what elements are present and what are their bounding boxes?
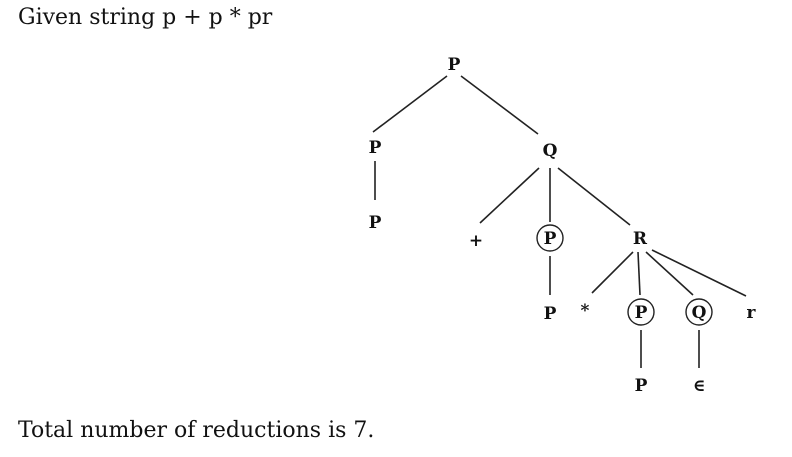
- node-label: P: [635, 303, 648, 323]
- node-label: R: [633, 229, 648, 249]
- node-label: P: [635, 376, 648, 396]
- tree-node-n3: Q: [543, 141, 558, 161]
- tree-node-n8: P: [544, 304, 557, 324]
- tree-node-n4: P: [369, 213, 382, 233]
- tree-edges: [372, 75, 747, 368]
- node-label: Q: [543, 141, 558, 161]
- edge-n7-n10: [637, 251, 641, 296]
- node-label: P: [369, 138, 382, 158]
- edge-n3-n7: [557, 167, 631, 226]
- node-label: ∈: [693, 376, 706, 396]
- tree-node-n14: ∈: [693, 376, 706, 396]
- footer-text: Total number of reductions is 7.: [18, 418, 374, 443]
- node-label: +: [469, 231, 483, 251]
- tree-node-n2: P: [369, 138, 382, 158]
- node-circle: [685, 298, 713, 326]
- node-label: r: [747, 303, 757, 323]
- tree-node-n10: P: [627, 298, 655, 326]
- edge-n1-n3: [460, 75, 539, 135]
- edge-n7-n12: [651, 249, 747, 297]
- tree-node-n5: +: [469, 231, 483, 251]
- tree-node-n6: P: [536, 224, 564, 252]
- edge-n7-n9: [591, 251, 634, 294]
- edge-n7-n11: [645, 251, 694, 296]
- header-text: Given string p + p * pr: [18, 5, 273, 30]
- tree-node-n13: P: [635, 376, 648, 396]
- node-label: Q: [692, 303, 707, 323]
- edge-n3-n5: [479, 167, 540, 224]
- node-circle: [627, 298, 655, 326]
- node-label: P: [369, 213, 382, 233]
- tree-node-n11: Q: [685, 298, 713, 326]
- tree-node-n7: R: [633, 229, 648, 249]
- node-label: P: [448, 55, 461, 75]
- node-label: *: [581, 301, 590, 321]
- node-circle: [536, 224, 564, 252]
- tree-node-n9: *: [581, 301, 590, 321]
- tree-node-n1: P: [448, 55, 461, 75]
- tree-node-n12: r: [747, 303, 757, 323]
- edge-n1-n2: [372, 75, 448, 133]
- node-label: P: [544, 304, 557, 324]
- node-label: P: [544, 229, 557, 249]
